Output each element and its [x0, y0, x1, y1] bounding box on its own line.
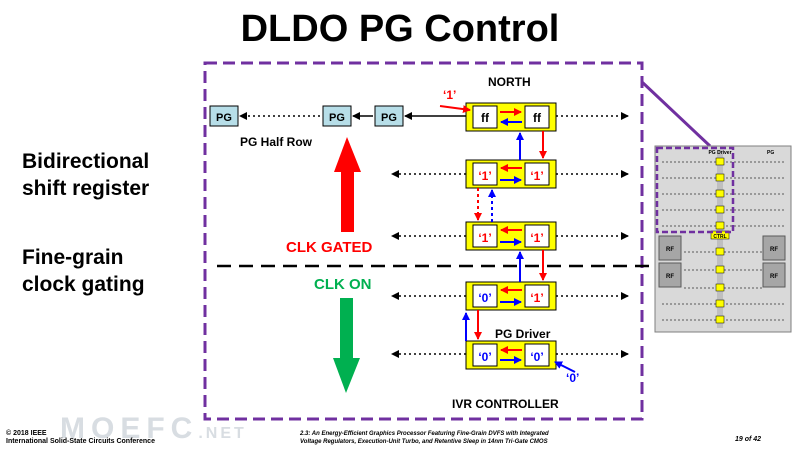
finegrain-line1: Fine-grain [22, 246, 124, 269]
shift-cell-row-5: ‘0’ ‘0’ [465, 340, 557, 370]
input-one-label: ‘1’ [443, 88, 456, 102]
one-cell-label: ‘1’ [530, 291, 543, 305]
floorplan-thumbnail: CTRL RF RF RF RF PG Driver PG [654, 145, 792, 333]
ff-cell-label: ff [533, 111, 542, 125]
pg-block-label: PG [216, 112, 232, 124]
clk-gated-label: CLK GATED [286, 239, 373, 256]
vertical-shift-arrows [462, 131, 547, 341]
floorplan-pg-label: PG [767, 150, 774, 156]
one-cell-label: ‘1’ [478, 169, 491, 183]
clk-on-arrow [333, 298, 360, 393]
one-cell-label: ‘1’ [530, 231, 543, 245]
footer-paper-title: 2.3: An Energy-Efficient Graphics Proces… [300, 430, 600, 446]
zero-cell-label: ‘0’ [478, 291, 491, 305]
paper-line-2: Voltage Regulators, Execution-Unit Turbo… [300, 439, 548, 445]
pg-block [209, 105, 239, 127]
shift-cell-row-4: ‘0’ ‘1’ [465, 281, 557, 311]
conference-text: International Solid-State Circuits Confe… [6, 438, 155, 445]
zoom-pointer [640, 80, 712, 148]
pg-block [322, 105, 352, 127]
bidirectional-line1: Bidirectional [22, 150, 150, 173]
pg-half-row: PG PG PG [209, 105, 472, 127]
floorplan-rf-label: RF [770, 247, 778, 253]
page-number: 19 of 42 [735, 436, 762, 443]
floorplan-ctrl-label: CTRL [713, 234, 726, 240]
floorplan-highlight [655, 146, 735, 234]
floorplan-pg-driver-label: PG Driver [708, 150, 731, 156]
footer-copyright: © 2018 IEEE International Solid-State Ci… [6, 430, 155, 446]
shift-cell-row-3: ‘1’ ‘1’ [465, 221, 557, 251]
pg-block-label: PG [329, 112, 345, 124]
input-zero-label: ‘0’ [566, 371, 579, 385]
floorplan-rf-label: RF [666, 247, 674, 253]
paper-line-1: 2.3: An Energy-Efficient Graphics Proces… [300, 431, 549, 437]
clk-on-label: CLK ON [314, 276, 372, 293]
watermark-main: MOEFC [60, 412, 199, 445]
one-cell-label: ‘1’ [478, 231, 491, 245]
finegrain-label: Fine-grain clock gating [22, 244, 145, 298]
watermark: MOEFC.NET [60, 412, 247, 446]
one-cell-label: ‘1’ [530, 169, 543, 183]
pg-half-row-label: PG Half Row [240, 135, 313, 149]
north-label: NORTH [488, 75, 531, 89]
dashed-frame [203, 61, 644, 421]
ivr-controller-label: IVR CONTROLLER [452, 397, 559, 411]
zero-cell-label: ‘0’ [530, 350, 543, 364]
ff-cell-label: ff [481, 111, 490, 125]
shift-cell-row-north: ff ff [465, 102, 557, 132]
row-wires [391, 112, 629, 358]
clk-gated-arrow [334, 137, 361, 232]
slide-title: DLDO PG Control [240, 8, 560, 50]
copyright-text: © 2018 IEEE [6, 430, 47, 437]
finegrain-line2: clock gating [22, 273, 145, 296]
bidirectional-line2: shift register [22, 177, 150, 200]
watermark-suffix: .NET [198, 425, 247, 442]
pg-driver-label: PG Driver [495, 327, 551, 341]
floorplan-rf-label: RF [666, 274, 674, 280]
bidirectional-label: Bidirectional shift register [22, 148, 149, 202]
pg-block [374, 105, 404, 127]
zero-cell-label: ‘0’ [478, 350, 491, 364]
pg-block-label: PG [381, 112, 397, 124]
shift-cell-row-2: ‘1’ ‘1’ [465, 159, 557, 189]
floorplan-rf-label: RF [770, 274, 778, 280]
